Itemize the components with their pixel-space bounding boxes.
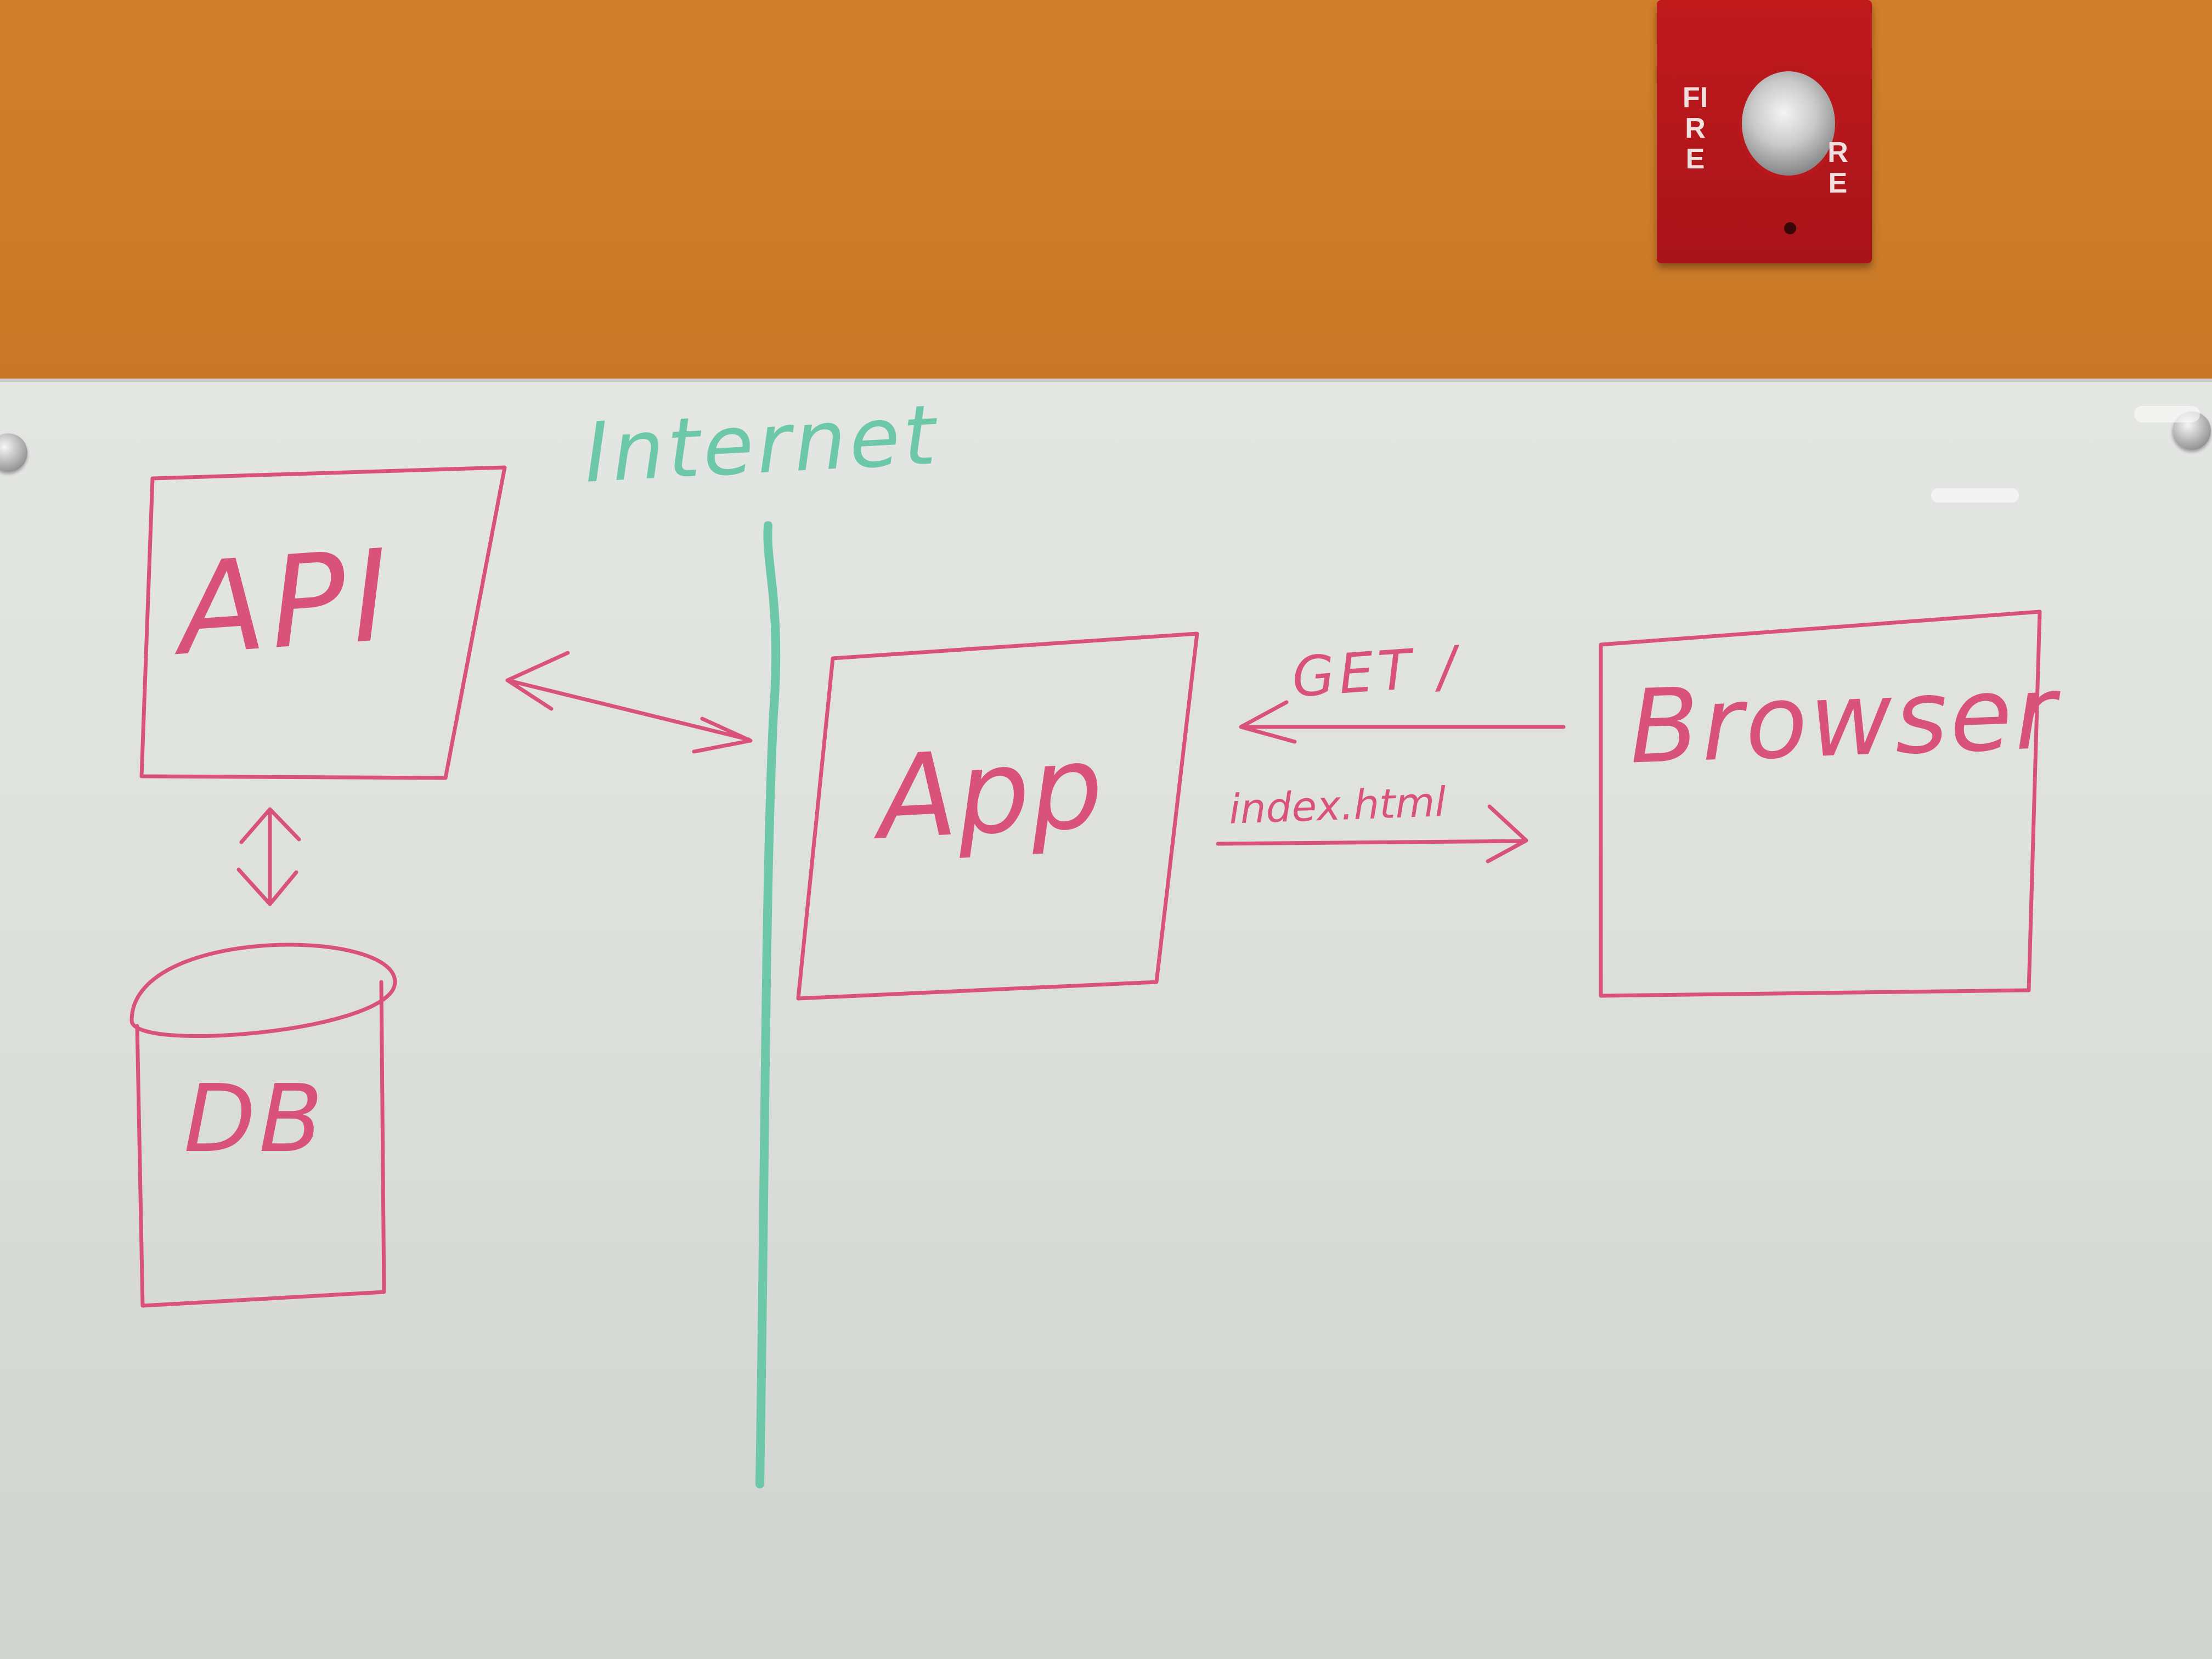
api-db-arrow <box>236 807 301 906</box>
internet-boundary-line <box>755 521 781 1488</box>
app-box <box>796 631 1199 1001</box>
strobe-lens <box>1742 71 1835 176</box>
db-cylinder-body <box>135 980 386 1308</box>
api-label: API <box>173 522 399 684</box>
fire-alarm-strobe-icon: FIRE RE <box>1657 0 1872 263</box>
api-internet-arrow <box>505 651 753 754</box>
alarm-fire-text: FIRE <box>1682 82 1708 175</box>
internet-label: Internet <box>582 387 941 501</box>
app-label: App <box>874 719 1107 866</box>
light-reflection <box>1931 488 2019 503</box>
response-arrow <box>1216 804 1528 864</box>
db-cylinder-top <box>129 943 397 1038</box>
browser-box <box>1599 610 2042 998</box>
db-label: DB <box>184 1065 326 1173</box>
alarm-fire-text-right: RE <box>1827 137 1848 199</box>
request-label: GET / <box>1290 634 1463 710</box>
response-label: index.html <box>1228 778 1447 833</box>
request-arrow <box>1239 700 1566 744</box>
alarm-test-hole <box>1784 222 1796 234</box>
api-box <box>139 465 507 780</box>
whiteboard <box>0 379 2212 1659</box>
light-reflection <box>2134 406 2200 422</box>
browser-label: Browser <box>1627 653 2061 787</box>
